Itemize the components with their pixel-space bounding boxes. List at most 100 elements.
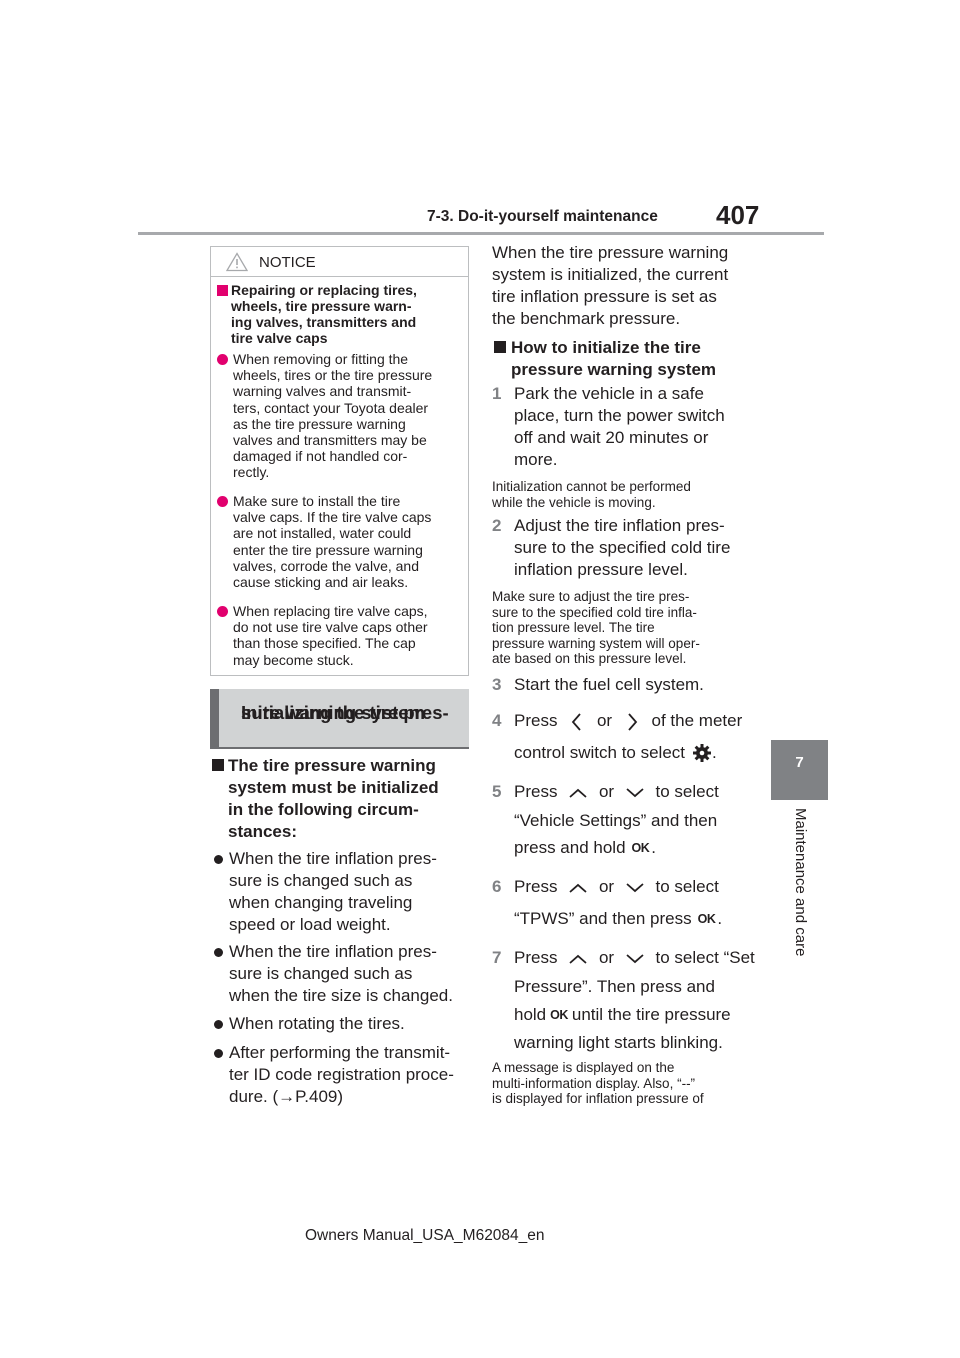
footer-doc-id: Owners Manual_USA_M62084_en [305,1227,545,1244]
notice-line: wheels, tires or the tire pressure [233,367,433,384]
notice-heading-text: Repairing or replacing tires, [231,282,417,298]
step-text: “TPWS” and then press [514,909,692,928]
subheading-line: system must be initialized [228,778,439,797]
chevron-down-icon [626,882,644,892]
notice-line: Make sure to install the tire [233,493,401,509]
note-line: is displayed for inflation pressure of [492,1091,704,1106]
step-7: 7 Press or to select “Set [492,947,755,969]
step-6: 6 Press or to select [492,876,754,898]
step-text: press and hold [514,838,626,857]
step-line: Start the fuel cell system. [514,675,704,694]
step-text: or [598,948,615,967]
subheading-line: stances: [228,822,297,841]
step-5-line: press and hold OK . [514,837,656,859]
notice-line: valve caps. If the tire valve caps [233,509,432,526]
step-7-line: hold OK until the tire pressure [514,1004,731,1026]
step-text: of the meter [651,711,743,730]
notice-line: valves and transmitters may be [233,432,427,449]
bullet-line: when changing traveling [229,893,413,912]
chapter-label: Maintenance and care [792,808,809,957]
step-text: or [598,877,615,896]
intro-line: When the tire pressure warning [492,243,729,262]
square-marker [494,341,506,353]
step-text: Press [514,948,558,967]
section-heading-line: sure warning system [241,702,426,723]
step-text: to select “Set [655,948,755,967]
bullet-line: ter ID code registration proce- [229,1065,454,1084]
warning-triangle-icon [226,252,248,272]
notice-line: cause sticking and air leaks. [233,574,409,591]
chevron-up-icon [569,883,587,893]
notice-item: When replacing tire valve caps, do not u… [217,603,467,668]
ok-icon: OK [697,912,716,926]
note-line: tion pressure level. The tire [492,620,655,635]
page-reference-link[interactable]: dure. (→P.409) [229,1087,344,1106]
right-subheading: How to initialize the tire pressure warn… [492,337,752,381]
ok-icon: OK [631,841,650,855]
chevron-right-icon [628,712,637,731]
step-number: 7 [492,948,502,967]
step-4-line: control switch to select . [514,742,717,764]
bullet-line: After performing the transmit- [229,1043,451,1062]
step-line: Adjust the tire inflation pres- [514,516,725,535]
subheading-line: in the following circum- [228,800,419,819]
step-number: 6 [492,877,502,896]
step-6-line: “TPWS” and then press OK . [514,908,722,930]
bullet-dot [213,941,227,1007]
list-item: After performing the transmit- ter ID co… [210,1042,470,1108]
notice-line: are not installed, water could [233,525,412,542]
list-item: When rotating the tires. [210,1013,470,1035]
notice-header: NOTICE [211,247,468,277]
chapter-tab[interactable]: 7 [771,740,828,800]
subheading-line: How to initialize the tire [511,338,701,357]
chevron-down-icon [626,953,644,963]
notice-heading-line: Repairing or replacing tires, [217,282,465,298]
step-text: hold [514,1005,547,1024]
step-number: 3 [492,675,502,694]
step-number: 1 [492,384,502,403]
notice-line: ters, contact your Toyota dealer [233,399,429,416]
step-line: sure to the specified cold tire [514,538,731,557]
pink-bullet-dot [217,496,228,507]
notice-line: do not use tire valve caps other [233,619,428,636]
step-5: 5 Press or to select [492,781,754,803]
step-number: 5 [492,782,502,801]
bullet-dot [213,1013,227,1035]
bullet-dot [213,848,227,936]
notice-line: warning valves and transmit- [233,383,412,400]
bullet-line: When the tire inflation pres- [229,942,437,961]
note-line: sure to the specified cold tire infla- [492,604,697,620]
subheading-line: pressure warning system [511,360,717,379]
square-marker [212,759,224,771]
subheading-line: The tire pressure warning [228,756,436,775]
step-line: off and wait 20 minutes or [514,428,709,447]
step-note: A message is displayed on the multi-info… [492,1060,752,1107]
step-text: to select [655,782,719,801]
step-4: 4 Press or of the meter [492,710,754,733]
step-text: . [717,909,723,928]
step-line: inflation pressure level. [514,560,688,579]
notice-heading-line: ing valves, transmitters and [231,314,417,330]
step-text: . [712,743,717,762]
note-line: ate based on this pressure level. [492,651,687,666]
note-line: Make sure to adjust the tire pres- [492,589,690,604]
notice-title: NOTICE [259,254,316,271]
step-text: Press [514,782,558,801]
chapter-number: 7 [795,754,804,771]
notice-line: damaged if not handled cor- [233,448,408,465]
step-5-line: “Vehicle Settings” and then [514,811,718,830]
step-number: 2 [492,516,502,535]
step-text: Press [514,877,558,896]
notice-heading-line: wheels, tire pressure warn- [231,298,412,314]
notice-line: When removing or fitting the [233,351,409,367]
step-1: 1 Park the vehicle in a safe place, turn… [492,383,754,471]
pink-bullet-dot [217,606,228,617]
step-text: Press [514,711,558,730]
header-rule [138,232,824,235]
chevron-up-icon [569,954,587,964]
notice-box: NOTICE Repairing or replacing tires, whe… [210,246,469,676]
note-line: Initialization cannot be performed [492,479,691,494]
notice-item: Make sure to install the tire valve caps… [217,493,467,590]
gear-icon [693,744,712,762]
step-line: more. [514,450,558,469]
